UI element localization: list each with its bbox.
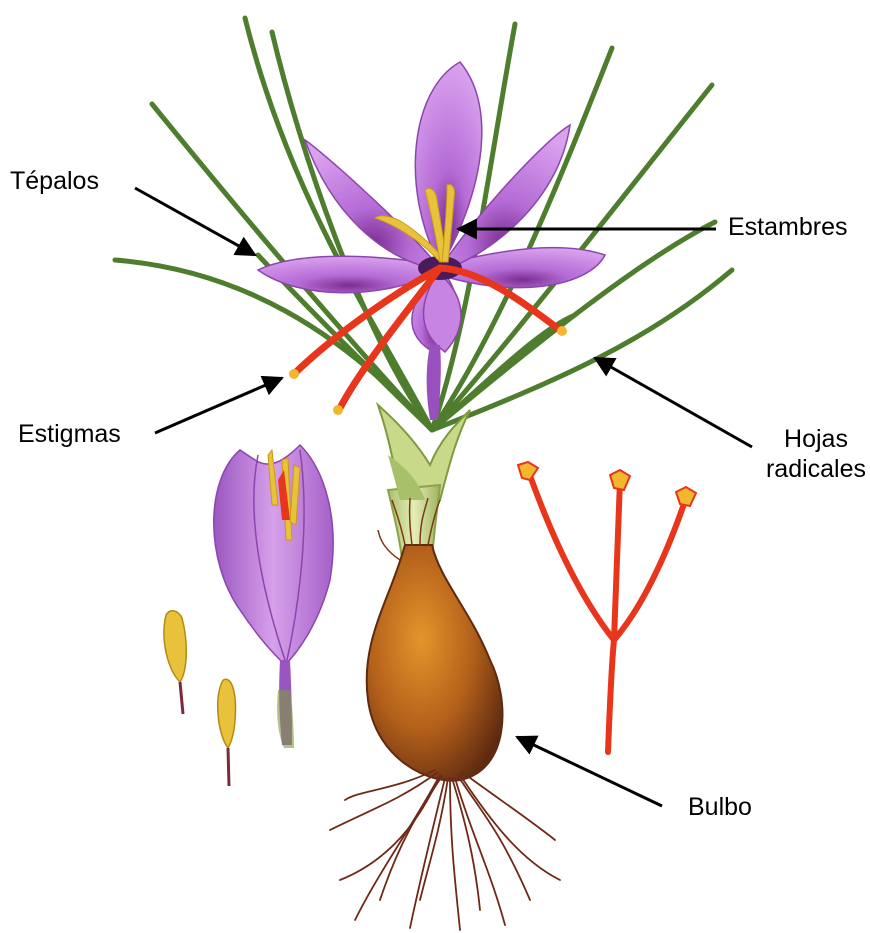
label-tepalos: Tépalos — [10, 166, 99, 196]
label-estigmas: Estigmas — [18, 419, 121, 449]
stem-sheath — [378, 405, 470, 560]
loose-stamens — [164, 611, 236, 786]
label-bulbo: Bulbo — [688, 792, 752, 822]
detached-stigma-tips — [518, 462, 696, 506]
roots — [330, 770, 560, 930]
label-hojas-line1: Hojas — [762, 424, 870, 454]
label-estambres: Estambres — [728, 212, 847, 242]
detached-stigma — [528, 470, 686, 752]
arrow-icon-tepalos — [135, 188, 255, 255]
flower-tube — [427, 345, 441, 420]
arrow-icon-estigmas — [155, 378, 282, 433]
label-hojas-radicales: Hojas radicales — [762, 424, 870, 484]
arrow-icon-hojas — [595, 358, 752, 447]
arrow-icon-bulbo — [517, 737, 662, 806]
label-hojas-line2: radicales — [762, 454, 870, 484]
